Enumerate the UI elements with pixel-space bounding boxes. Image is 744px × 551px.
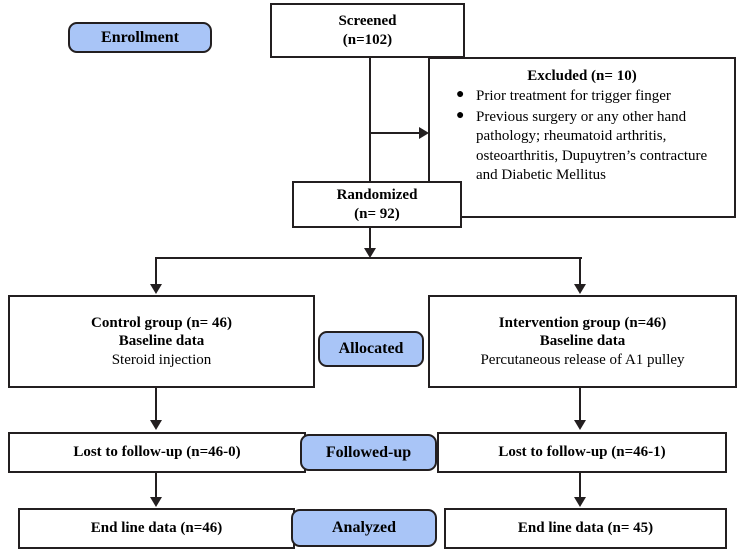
- arrowhead-to-control-group: [150, 284, 162, 294]
- randomized-count: (n= 92): [354, 205, 400, 222]
- arrowhead-to-excluded: [419, 127, 429, 139]
- stage-label-followed-up: Followed-up: [325, 443, 412, 461]
- screened-title: Screened: [338, 13, 397, 30]
- connector-bus-to-control: [155, 257, 157, 287]
- arrowhead-randomized-stem: [364, 248, 376, 258]
- stage-badge-analyzed[interactable]: Analyzed: [291, 509, 437, 547]
- arrowhead-lost-to-endline-right: [574, 497, 586, 507]
- excluded-reason-item: ● Previous surgery or any other hand pat…: [456, 108, 724, 186]
- box-lost-followup-control: Lost to follow-up (n=46-0): [8, 432, 306, 473]
- control-group-title: Control group (n= 46): [91, 315, 232, 332]
- arrowhead-lost-to-endline-left: [150, 497, 162, 507]
- box-randomized: Randomized (n= 92): [292, 181, 462, 228]
- bullet-icon: ●: [456, 107, 465, 123]
- connector-intervention-to-lost: [579, 387, 581, 422]
- arrowhead-intervention-to-lost: [574, 420, 586, 430]
- allocation-bus: [155, 257, 582, 259]
- lost-followup-control-text: Lost to follow-up (n=46-0): [73, 444, 241, 461]
- box-lost-followup-intervention: Lost to follow-up (n=46-1): [437, 432, 727, 473]
- arrowhead-to-intervention-group: [574, 284, 586, 294]
- box-intervention-group: Intervention group (n=46) Baseline data …: [428, 295, 737, 388]
- connector-randomized-stem: [369, 226, 371, 251]
- intervention-group-subtitle: Baseline data: [539, 333, 626, 350]
- control-group-treatment: Steroid injection: [111, 351, 212, 368]
- randomized-title: Randomized: [336, 187, 418, 204]
- control-group-subtitle: Baseline data: [118, 333, 205, 350]
- box-excluded: Excluded (n= 10) ● Prior treatment for t…: [428, 57, 736, 218]
- box-control-group: Control group (n= 46) Baseline data Ster…: [8, 295, 315, 388]
- excluded-reason-item: ● Prior treatment for trigger finger: [456, 87, 724, 107]
- connector-screened-to-excluded: [370, 132, 420, 134]
- endline-control-text: End line data (n=46): [90, 520, 223, 537]
- stage-badge-enrollment[interactable]: Enrollment: [68, 22, 212, 53]
- excluded-reason-text: Previous surgery or any other hand patho…: [476, 108, 708, 184]
- stage-badge-followed-up[interactable]: Followed-up: [300, 434, 437, 471]
- connector-bus-to-intervention: [579, 257, 581, 287]
- intervention-group-treatment: Percutaneous release of A1 pulley: [480, 351, 685, 368]
- box-endline-intervention: End line data (n= 45): [444, 508, 727, 549]
- stage-badge-allocated[interactable]: Allocated: [318, 331, 424, 367]
- bullet-icon: ●: [456, 87, 465, 102]
- excluded-reason-list: ● Prior treatment for trigger finger ● P…: [430, 87, 734, 187]
- endline-intervention-text: End line data (n= 45): [517, 520, 654, 537]
- box-endline-control: End line data (n=46): [18, 508, 295, 549]
- excluded-title: Excluded (n= 10): [527, 68, 637, 84]
- arrowhead-control-to-lost: [150, 420, 162, 430]
- connector-control-to-lost: [155, 387, 157, 422]
- stage-label-enrollment: Enrollment: [101, 28, 179, 46]
- stage-label-allocated: Allocated: [338, 340, 404, 357]
- connector-lost-to-endline-left: [155, 472, 157, 500]
- stage-label-analyzed: Analyzed: [332, 519, 396, 536]
- lost-followup-intervention-text: Lost to follow-up (n=46-1): [498, 444, 666, 461]
- connector-screened-to-randomized: [369, 56, 371, 183]
- excluded-reason-text: Prior treatment for trigger finger: [476, 88, 671, 104]
- box-screened: Screened (n=102): [270, 3, 465, 58]
- intervention-group-title: Intervention group (n=46): [498, 315, 667, 332]
- connector-lost-to-endline-right: [579, 472, 581, 500]
- screened-count: (n=102): [342, 31, 393, 48]
